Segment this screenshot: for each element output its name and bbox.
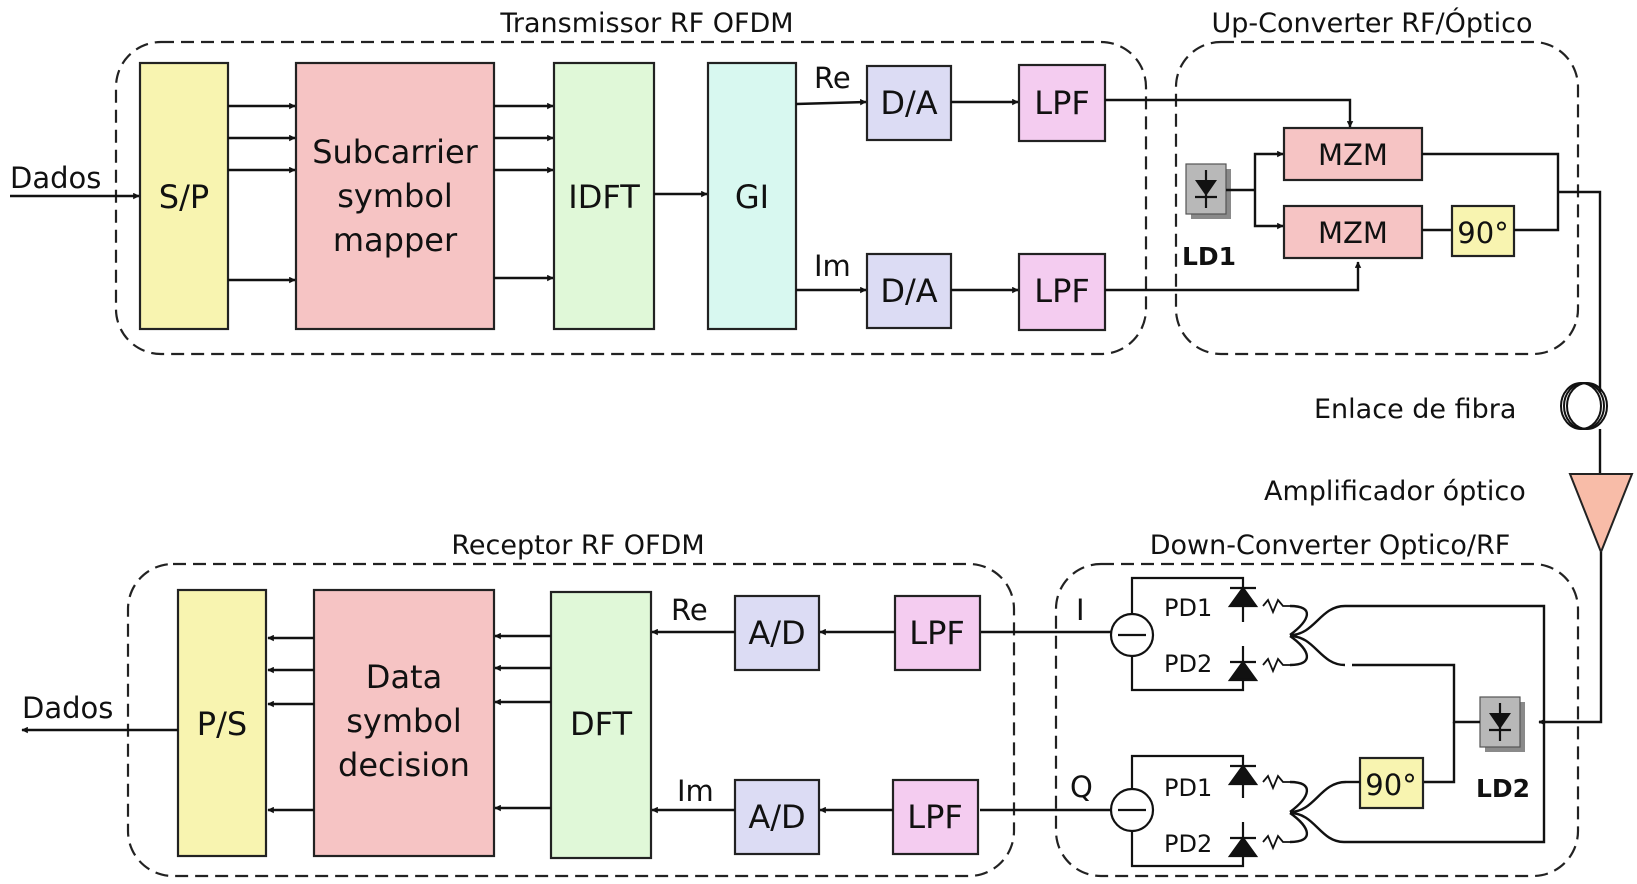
tx-lpf-top-block xyxy=(1017,63,1107,143)
gi-to-da-re-arrow xyxy=(795,98,867,106)
tx-lpf-bottom-block xyxy=(1017,252,1107,332)
tx-lpf-bottom-label: LPF xyxy=(1034,272,1090,310)
pd2-top-label: PD2 xyxy=(1164,650,1212,678)
tx-im-label: Im xyxy=(814,249,851,283)
down-converter-group xyxy=(1054,562,1580,878)
mapper-label-line1: Subcarrier xyxy=(312,133,478,171)
ad-bottom-block xyxy=(733,778,821,856)
signal-to-bottom-hybrid-wire xyxy=(1344,722,1546,844)
up-converter-group xyxy=(1174,40,1580,356)
ld1-to-mzm-top-arrow xyxy=(1253,150,1284,190)
rx-lpf-top-label: LPF xyxy=(909,614,965,652)
transmitter-title: Transmissor RF OFDM xyxy=(499,8,793,39)
sp-label: S/P xyxy=(159,178,209,216)
i-branch-label: I xyxy=(1076,593,1085,627)
decision-label-line1: Data xyxy=(366,658,442,696)
dft-label: DFT xyxy=(570,705,632,743)
lpf-to-mzm-bottom-wire xyxy=(1105,261,1362,292)
sp-to-mapper-arrows xyxy=(228,102,296,284)
ld1-label: LD1 xyxy=(1182,242,1236,271)
decision-to-ps-arrows xyxy=(267,634,314,814)
rx-re-label: Re xyxy=(671,593,708,627)
idft-label: IDFT xyxy=(568,178,640,216)
fiber-link-label: Enlace de fibra xyxy=(1314,394,1516,425)
up-converter-title: Up-Converter RF/Óptico xyxy=(1212,7,1533,39)
mzm-bottom-block xyxy=(1282,204,1424,260)
amp-to-down-converter-wire xyxy=(1538,552,1603,726)
mzm-top-label: MZM xyxy=(1318,138,1388,172)
ad-top-block xyxy=(733,594,821,672)
pd-top-pair xyxy=(1130,576,1259,692)
ad-bottom-label: A/D xyxy=(748,798,805,836)
ps-block xyxy=(176,588,268,858)
light-squiggles xyxy=(1262,598,1290,851)
down-phase-shifter-label: 90° xyxy=(1365,768,1416,802)
mzm-top-out-wire xyxy=(1422,152,1560,192)
combiner-to-fiber-wire xyxy=(1558,190,1602,392)
tx-input-label: Dados xyxy=(10,161,101,195)
signal-to-top-hybrid-wire xyxy=(1345,604,1546,724)
pd1-bottom-label: PD1 xyxy=(1164,774,1212,802)
pd1-top-label: PD1 xyxy=(1164,594,1212,622)
phase-out-wire xyxy=(1514,192,1560,232)
ld1-laser-icon xyxy=(1185,163,1231,219)
mzm-bottom-label: MZM xyxy=(1318,216,1388,250)
gi-block xyxy=(706,61,798,331)
rx-lpf-bottom-label: LPF xyxy=(907,798,963,836)
up-phase-shifter-label: 90° xyxy=(1457,216,1508,250)
receiver-title: Receptor RF OFDM xyxy=(451,530,704,561)
mapper-to-idft-arrows xyxy=(494,102,554,282)
fiber-spool-icon xyxy=(1560,382,1608,430)
idft-block xyxy=(552,61,656,331)
tx-re-label: Re xyxy=(814,61,851,95)
lpf-to-mzm-top-wire xyxy=(1105,98,1354,128)
rx-im-label: Im xyxy=(677,774,714,808)
ad-top-label: A/D xyxy=(748,614,805,652)
down-converter-title: Down-Converter Optico/RF xyxy=(1150,530,1511,561)
ld2-label: LD2 xyxy=(1476,774,1530,803)
q-branch-label: Q xyxy=(1070,770,1093,804)
rx-output-label: Dados xyxy=(22,691,113,725)
rx-lpf-bottom-block xyxy=(891,778,980,856)
top-fiber-coupler xyxy=(1289,604,1346,667)
ps-label: P/S xyxy=(197,705,247,743)
ld2-laser-icon xyxy=(1479,696,1525,752)
ld1-to-mzm-bottom-arrow xyxy=(1253,190,1284,230)
tx-lpf-top-label: LPF xyxy=(1034,84,1090,122)
optical-amplifier-icon xyxy=(1568,473,1634,555)
ld2-to-phase-wire xyxy=(1423,722,1456,784)
dft-to-decision-arrows xyxy=(494,632,551,812)
gi-label: GI xyxy=(735,178,769,216)
mapper-label-line2: symbol xyxy=(337,177,453,215)
amplifier-label: Amplificador óptico xyxy=(1264,476,1526,507)
bottom-fiber-coupler xyxy=(1289,780,1347,844)
tx-da-bottom-label: D/A xyxy=(880,272,937,310)
up-phase-shifter-block xyxy=(1450,204,1516,258)
pd-bottom-pair xyxy=(1130,754,1259,868)
tx-da-top-label: D/A xyxy=(880,84,937,122)
data-symbol-decision-block xyxy=(312,588,496,858)
transmitter-group xyxy=(114,40,1148,356)
subcarrier-mapper-block xyxy=(294,61,496,331)
decision-label-line3: decision xyxy=(338,746,470,784)
decision-label-line2: symbol xyxy=(346,702,462,740)
dft-block xyxy=(549,590,653,860)
sp-block xyxy=(138,61,230,331)
pd2-bottom-label: PD2 xyxy=(1164,830,1212,858)
mapper-label-line3: mapper xyxy=(333,221,458,259)
ld2-to-top-hybrid-wire xyxy=(1352,663,1480,724)
